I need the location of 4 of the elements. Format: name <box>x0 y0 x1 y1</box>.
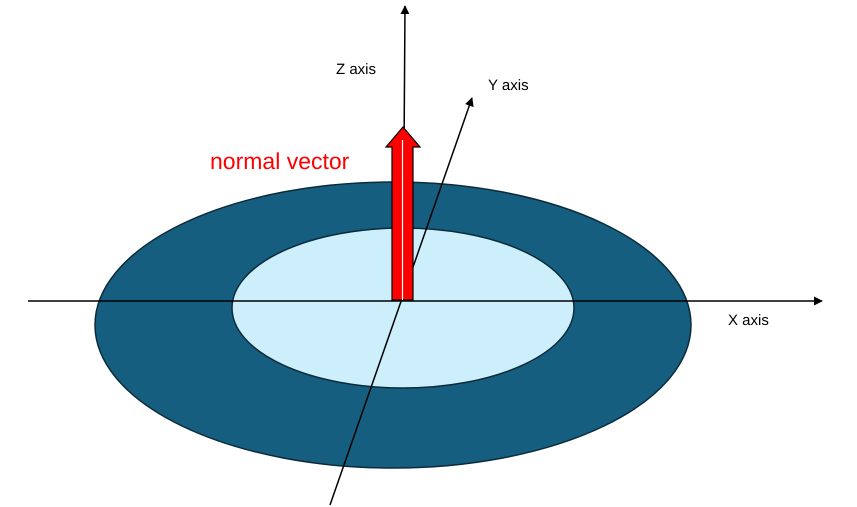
axis-label: Z axis <box>336 62 376 77</box>
axis-label: Y axis <box>488 78 529 93</box>
axis-label: X axis <box>728 313 769 328</box>
vector-label: normal vector <box>210 150 350 173</box>
